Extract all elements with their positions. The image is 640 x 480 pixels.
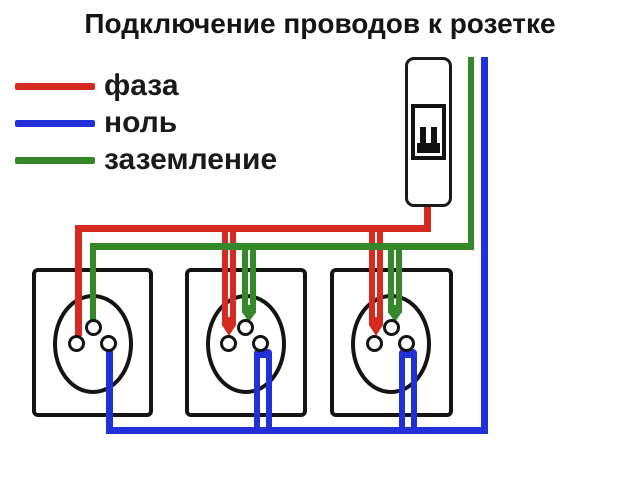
wire-phase-socket2-loop-join [222, 317, 236, 326]
socket-1-hole-right [100, 335, 117, 352]
breaker-post-left [420, 127, 426, 144]
socket-3-hole-left [366, 335, 383, 352]
breaker-base-bar [417, 143, 440, 153]
wire-neutral-socket2-loop-cap [254, 349, 272, 358]
wire-phase-socket3-loop-join [369, 317, 383, 326]
circuit-breaker [405, 57, 452, 207]
socket-2-hole-top [237, 319, 254, 336]
neutral-label: ноль [104, 106, 178, 139]
ground-color-line [15, 157, 95, 164]
ground-label: заземление [104, 143, 278, 176]
breaker-toggle-icon [415, 108, 442, 156]
wire-ground-socket3-loop-in [388, 243, 394, 310]
wire-ground-socket2-tip [242, 312, 256, 322]
socket-3-hole-right [398, 335, 415, 352]
wire-phase-breaker-drop [424, 205, 431, 232]
socket-2-hole-right [252, 335, 269, 352]
wire-ground-socket2-loop-out [250, 243, 256, 310]
wire-neutral-right-riser [481, 57, 488, 434]
socket-2-hole-left [220, 335, 237, 352]
breaker-post-right [431, 127, 437, 144]
phase-color-line [15, 83, 95, 90]
wire-neutral-socket3-loop-cap [399, 349, 417, 358]
breaker-switch-window [411, 104, 446, 160]
wire-ground-socket2-loop-join [242, 305, 256, 313]
wire-neutral-socket3-loop-up [411, 355, 417, 434]
wire-ground-socket3-loop-out [396, 243, 402, 310]
wire-neutral-bus [107, 427, 488, 434]
wire-neutral-socket2-loop-down [254, 355, 260, 434]
socket-3-hole-top [383, 319, 400, 336]
diagram-title: Подключение проводов к розетке [84, 8, 556, 39]
wire-neutral-socket2-loop-up [266, 355, 272, 434]
neutral-color-line [15, 120, 95, 127]
wire-phase-socket2-tip [222, 325, 236, 336]
wire-phase-bus [75, 225, 431, 232]
wire-ground-socket2-loop-in [242, 243, 248, 310]
phase-label: фаза [104, 69, 179, 102]
wire-neutral-socket1-drop [106, 350, 113, 434]
wire-phase-socket3-loop-out [377, 225, 383, 322]
socket-1-hole-left [68, 335, 85, 352]
wire-phase-socket3-tip [369, 325, 383, 336]
wire-ground-socket1-drop [90, 243, 96, 320]
wire-phase-socket3-loop-in [369, 225, 375, 322]
wire-ground-socket3-loop-join [388, 305, 402, 313]
socket-1-hole-top [85, 319, 102, 336]
wire-ground-right-riser [468, 57, 474, 250]
wire-ground-socket3-tip [388, 312, 402, 322]
wire-ground-bus [91, 243, 474, 250]
wire-phase-socket1-drop [75, 225, 82, 336]
wire-phase-socket2-loop-out [230, 225, 236, 322]
wire-neutral-socket3-loop-down [399, 355, 405, 434]
wire-phase-socket2-loop-in [222, 225, 228, 322]
